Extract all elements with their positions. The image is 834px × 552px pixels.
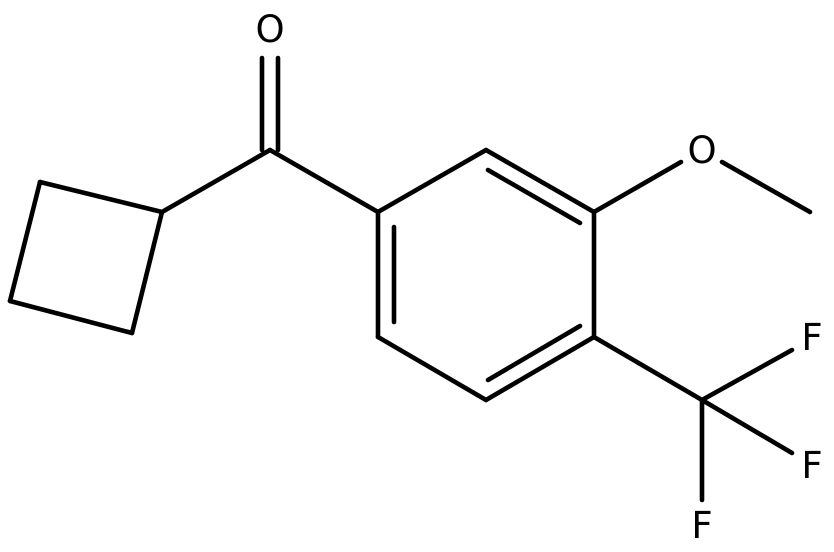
- bond-benzene-4-inner: [485, 323, 583, 383]
- bond-carbonyl-to-aryl: [267, 147, 381, 215]
- trifluoromethyl-group: F F F: [591, 316, 823, 547]
- bond-ring-top: [37, 179, 165, 215]
- atom-label-fluorine-top: F: [801, 316, 822, 359]
- atom-label-fluorine-bottom: F: [691, 504, 712, 547]
- cyclobutane-ring: [7, 179, 165, 336]
- ketone-group: O: [159, 8, 381, 215]
- bond-ring-to-carbonyl: [159, 147, 273, 215]
- bond-ring-bottom: [7, 298, 135, 336]
- bond-ring-right: [129, 209, 165, 336]
- bond-cf3-to-f-right: [699, 397, 795, 456]
- atom-label-fluorine-right: F: [801, 444, 822, 487]
- bond-cf3-to-f-top: [699, 347, 795, 403]
- bond-benzene-2-inner: [485, 167, 583, 226]
- bond-aryl-to-methoxy-oxygen: [591, 159, 684, 215]
- bond-benzene-1: [375, 147, 489, 215]
- bond-methoxy-oxygen-to-methyl: [719, 159, 813, 215]
- bond-benzene-2: [483, 147, 597, 215]
- methoxy-group: O: [591, 129, 813, 215]
- atom-label-oxygen-methoxy: O: [687, 129, 716, 172]
- bond-aryl-to-cf3: [591, 334, 705, 403]
- atom-label-oxygen-carbonyl: O: [255, 8, 284, 51]
- benzene-ring: [375, 147, 597, 403]
- bond-benzene-4: [483, 334, 597, 403]
- bond-benzene-5: [375, 334, 489, 403]
- bond-ring-left: [7, 179, 43, 304]
